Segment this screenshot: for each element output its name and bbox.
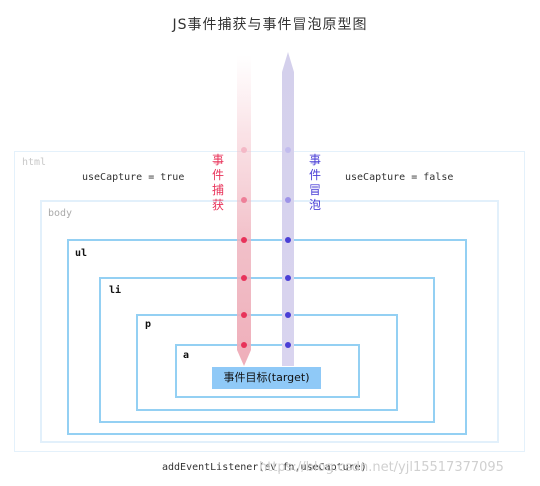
capture-arrow (237, 55, 251, 366)
event-target-box: 事件目标(target) (212, 367, 321, 389)
event-target-label: 事件目标(target) (223, 371, 310, 384)
ul-label: ul (75, 248, 88, 259)
capture-dots (241, 147, 247, 348)
bubble-char: 冒 (308, 183, 321, 197)
footer-code: addEventListener(ev,fn,useCapture) (162, 462, 367, 473)
html-label: html (22, 157, 47, 168)
watermark: https://blog.csdn.net/yjl15517377095 (259, 460, 504, 475)
bubble-char: 件 (308, 168, 321, 182)
capture-vertical-label: 事 件 捕 获 (211, 153, 225, 213)
capture-setting-label: useCapture = true (82, 172, 185, 183)
p-box (136, 314, 398, 411)
bubble-dots (285, 147, 291, 348)
li-label: li (109, 285, 122, 296)
bubble-setting-label: useCapture = false (345, 172, 454, 183)
body-box (40, 200, 499, 443)
html-box (14, 151, 525, 452)
bubble-char: 事 (308, 153, 321, 167)
bubble-arrow (282, 52, 294, 366)
bubble-char: 泡 (308, 198, 321, 212)
capture-char: 获 (211, 198, 224, 212)
body-label: body (48, 208, 73, 219)
p-label: p (145, 319, 152, 330)
diagram-title: JS事件捕获与事件冒泡原型图 (172, 17, 368, 33)
capture-char: 捕 (211, 183, 224, 197)
capture-char: 事 (211, 153, 224, 167)
a-label: a (183, 350, 190, 361)
li-box (99, 277, 435, 423)
capture-char: 件 (211, 168, 224, 182)
ul-box (67, 239, 467, 435)
bubble-vertical-label: 事 件 冒 泡 (308, 153, 322, 213)
a-box (175, 344, 360, 398)
